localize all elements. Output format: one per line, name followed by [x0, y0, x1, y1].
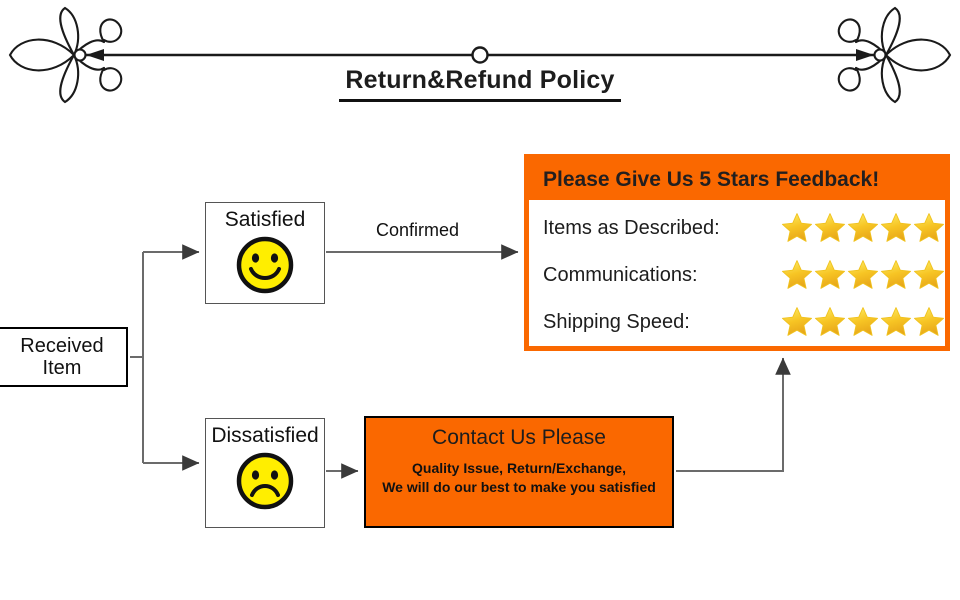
node-satisfied: Satisfied: [205, 202, 325, 304]
star-icon[interactable]: [814, 259, 846, 290]
star-icon[interactable]: [913, 306, 945, 337]
rating-label: Items as Described:: [543, 216, 720, 239]
contact-subtext-line2: We will do our best to make you satisfie…: [382, 478, 656, 495]
page-title: Return&Refund Policy: [339, 68, 621, 102]
circle-node-icon: [471, 46, 489, 64]
star-rating-shipping-speed[interactable]: [781, 306, 945, 337]
received-item-line1: Received: [20, 334, 104, 357]
smiley-happy-icon: [236, 236, 294, 294]
rating-label: Communications:: [543, 263, 698, 286]
edge-label-confirmed: Confirmed: [376, 220, 460, 240]
feedback-title: Please Give Us 5 Stars Feedback!: [543, 168, 880, 191]
contact-title: Contact Us Please: [432, 426, 606, 449]
satisfied-label: Satisfied: [224, 208, 306, 231]
star-icon[interactable]: [913, 212, 945, 243]
star-icon[interactable]: [913, 259, 945, 290]
star-icon[interactable]: [880, 259, 912, 290]
contact-subtext-line1: Quality Issue, Return/Exchange,: [412, 460, 626, 476]
header-ornament: [8, 6, 952, 104]
star-icon[interactable]: [781, 212, 813, 243]
received-item-line2: Item: [42, 357, 82, 379]
star-icon[interactable]: [880, 306, 912, 337]
feedback-header: Please Give Us 5 Stars Feedback!: [529, 159, 945, 200]
rating-row: Items as Described:: [543, 204, 945, 251]
node-dissatisfied: Dissatisfied: [205, 418, 325, 528]
floral-flourish-right-icon: [837, 6, 952, 104]
rating-label: Shipping Speed:: [543, 310, 690, 333]
panel-feedback: Please Give Us 5 Stars Feedback! Items a…: [524, 154, 950, 351]
node-received-item: Received Item: [0, 327, 128, 387]
floral-flourish-left-icon: [8, 6, 123, 104]
star-icon[interactable]: [781, 259, 813, 290]
star-icon[interactable]: [814, 212, 846, 243]
smiley-sad-icon: [236, 452, 294, 510]
star-icon[interactable]: [814, 306, 846, 337]
star-rating-items-as-described[interactable]: [781, 212, 945, 243]
page-title-wrap: Return&Refund Policy: [0, 68, 960, 102]
dissatisfied-label: Dissatisfied: [211, 424, 319, 447]
star-icon[interactable]: [781, 306, 813, 337]
rating-row: Communications:: [543, 251, 945, 298]
edge-contact-to-feedback: [676, 357, 791, 472]
star-icon[interactable]: [847, 259, 879, 290]
panel-contact-us: Contact Us Please Quality Issue, Return/…: [364, 416, 674, 528]
feedback-rating-rows: Items as Described: Communications: Ship…: [529, 200, 945, 345]
star-icon[interactable]: [847, 212, 879, 243]
contact-subtext: Quality Issue, Return/Exchange, We will …: [382, 459, 656, 497]
star-rating-communications[interactable]: [781, 259, 945, 290]
star-icon[interactable]: [880, 212, 912, 243]
rating-row: Shipping Speed:: [543, 298, 945, 345]
star-icon[interactable]: [847, 306, 879, 337]
